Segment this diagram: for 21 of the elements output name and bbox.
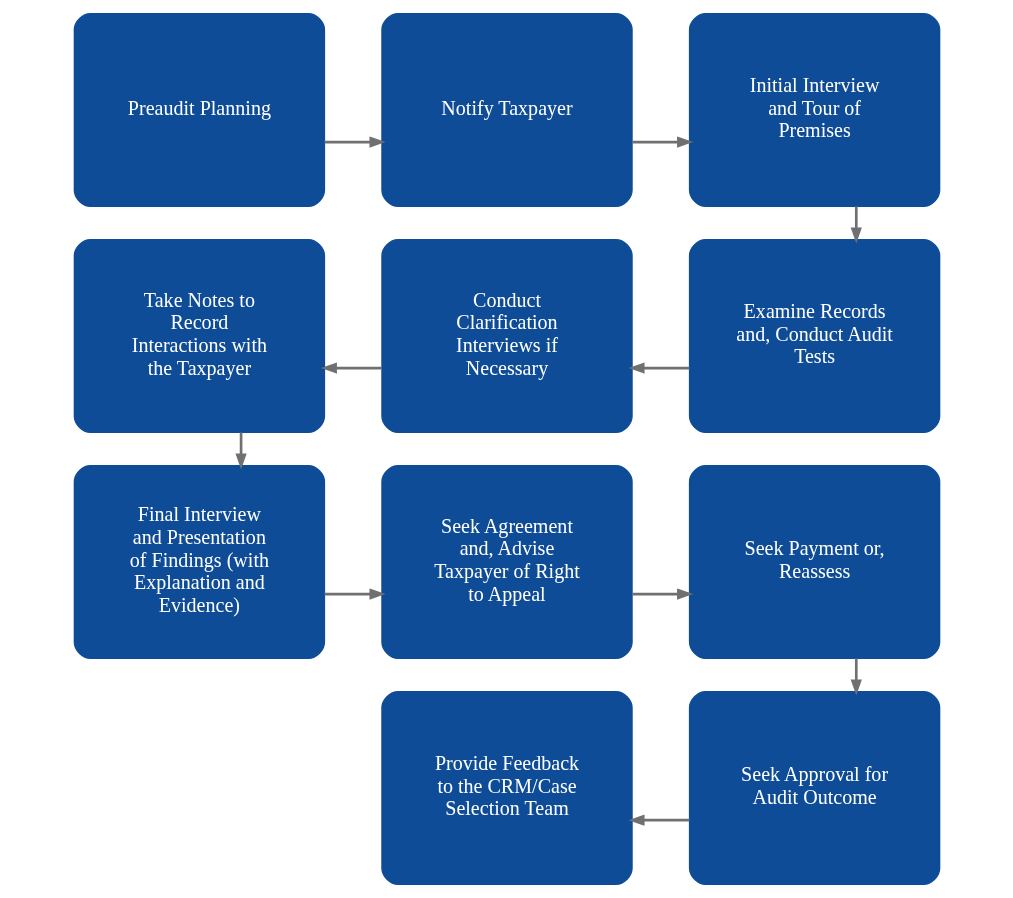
- node-box: Seek Payment or, Reassess: [688, 465, 940, 659]
- node-box: Conduct Clarification Interviews if Necessary: [380, 239, 633, 433]
- arrow: [324, 588, 386, 600]
- arrow: [631, 136, 693, 148]
- node-box: Final Interview and Presentation of Findings (with Explanation and Evidence): [73, 465, 325, 659]
- arrow: [627, 814, 689, 826]
- node-box: Notify Taxpayer: [380, 13, 633, 207]
- node-box: Seek Approval for Audit Outcome: [688, 691, 940, 885]
- arrow: [850, 206, 862, 244]
- arrow: [320, 362, 382, 374]
- node-box: Seek Agreement and, Advise Taxpayer of Right to Appeal: [380, 465, 633, 659]
- arrow: [631, 588, 693, 600]
- arrow: [627, 362, 689, 374]
- arrow: [234, 432, 247, 470]
- node-box: Take Notes to Record Interactions with the Taxpayer: [73, 239, 325, 433]
- node-box: Initial Interview and Tour of Premises: [688, 13, 940, 207]
- node-box: Examine Records and, Conduct Audit Tests: [688, 239, 940, 433]
- arrow: [850, 658, 862, 696]
- node-box: Preaudit Planning: [73, 13, 325, 207]
- arrow: [324, 136, 386, 148]
- node-box: Provide Feedback to the CRM/Case Selection Team: [380, 691, 633, 885]
